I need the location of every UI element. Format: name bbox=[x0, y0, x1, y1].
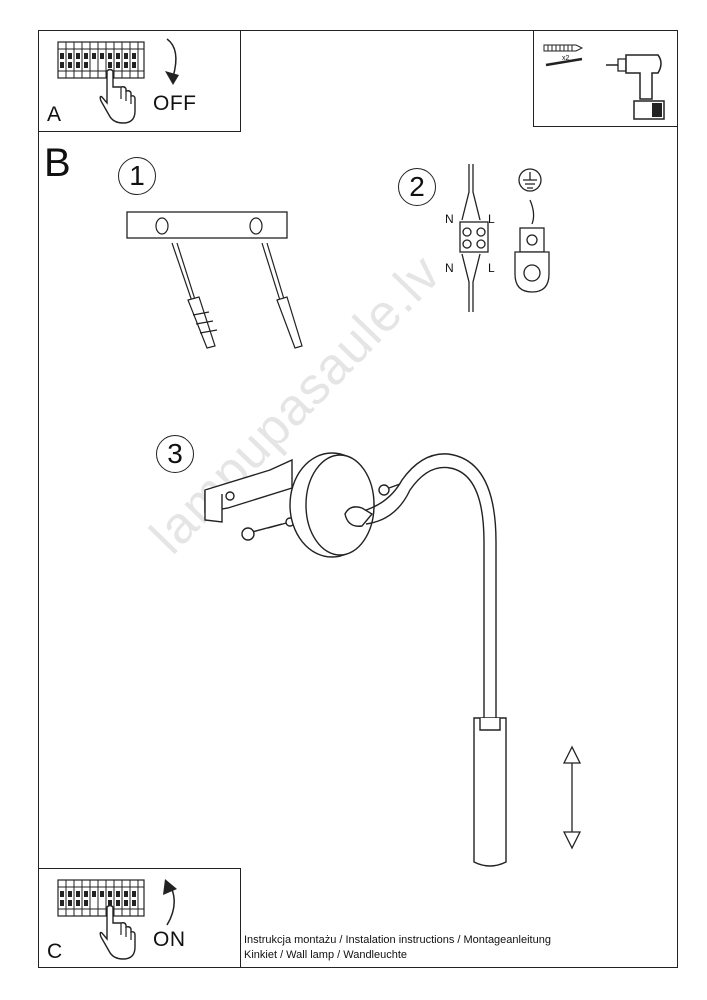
panel-c-power-on: ON C bbox=[38, 868, 241, 968]
wire-label-neutral-bottom: N bbox=[445, 261, 454, 275]
earth-ground-icon bbox=[514, 168, 550, 293]
double-arrow-icon bbox=[562, 745, 582, 850]
step-3-number: 3 bbox=[156, 435, 194, 473]
footer-subtitle: Kinkiet / Wall lamp / Wandleuchte bbox=[244, 949, 408, 961]
step-2-number: 2 bbox=[398, 168, 436, 206]
step-1-number: 1 bbox=[118, 157, 156, 195]
wall-plug-icon bbox=[543, 44, 584, 67]
hand-pointer-icon bbox=[99, 68, 136, 124]
footer-title: Instrukcja montażu / Instalation instruc… bbox=[244, 934, 551, 946]
panel-a-label: A bbox=[47, 103, 62, 126]
hand-pointer-icon bbox=[99, 904, 136, 960]
drill-icon bbox=[606, 54, 665, 120]
panel-tools: x2 bbox=[533, 30, 678, 127]
rotate-arrow-icon bbox=[163, 879, 177, 926]
power-off-label: OFF bbox=[153, 92, 197, 115]
mounting-bar-with-plugs bbox=[126, 211, 303, 349]
wire-label-neutral-top: N bbox=[445, 212, 454, 226]
wire-label-live-bottom: L bbox=[488, 261, 495, 275]
anchors-count: x2 bbox=[562, 55, 570, 62]
wire-label-live-top: L bbox=[488, 212, 495, 226]
panel-b-label: B bbox=[44, 141, 71, 185]
wall-lamp-drawing bbox=[204, 452, 507, 867]
fuse-box-icon bbox=[57, 879, 145, 917]
power-on-label: ON bbox=[153, 928, 186, 951]
fuse-box-icon bbox=[57, 41, 145, 79]
instruction-sheet-frame bbox=[38, 30, 678, 968]
panel-a-power-off: OFF A bbox=[38, 30, 241, 132]
rotate-arrow-icon bbox=[165, 38, 179, 85]
terminal-block-icon bbox=[459, 164, 489, 312]
panel-c-label: C bbox=[47, 940, 63, 963]
